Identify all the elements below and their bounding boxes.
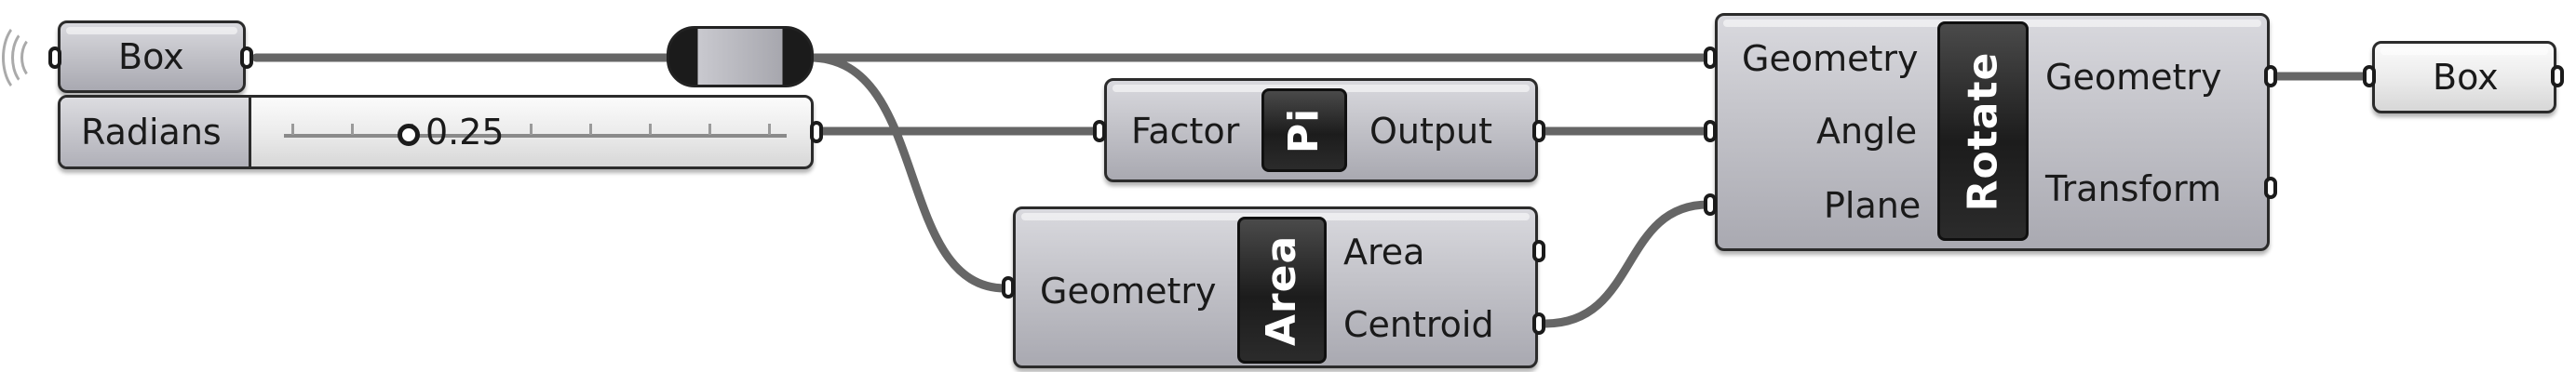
radians-slider-value: 0.25	[425, 112, 505, 153]
pi-input-grip[interactable]	[1093, 120, 1106, 142]
rotate-output-geometry-grip[interactable]	[2264, 65, 2277, 87]
pi-component[interactable]: Factor Pi Output	[1104, 78, 1538, 182]
box-param-left[interactable]: Box	[58, 20, 246, 93]
rotate-output-transform-grip[interactable]	[2264, 177, 2277, 199]
area-output-area: Area	[1343, 232, 1425, 272]
box-param-right[interactable]: Box	[2372, 41, 2556, 113]
pi-icon: Pi	[1261, 88, 1347, 172]
pi-input-factor: Factor	[1131, 111, 1240, 152]
box-param-right-input-grip[interactable]	[2363, 65, 2376, 87]
box-param-left-label: Box	[118, 36, 184, 77]
area-output-centroid: Centroid	[1343, 304, 1494, 345]
rotate-input-geometry: Geometry	[1742, 38, 1919, 79]
area-output-area-grip[interactable]	[1532, 240, 1545, 262]
slider-knob-icon[interactable]	[398, 124, 420, 146]
slider-tick	[768, 124, 771, 135]
rotate-input-angle-grip[interactable]	[1704, 120, 1717, 142]
wire-area-centroid-to-rotate-plane	[1541, 200, 1713, 328]
area-icon-text: Area	[1258, 234, 1306, 346]
radians-slider-output-grip[interactable]	[810, 121, 823, 143]
slider-tick	[291, 124, 294, 135]
area-output-centroid-grip[interactable]	[1532, 312, 1545, 335]
rotate-output-transform: Transform	[2045, 168, 2222, 209]
box-param-left-output-grip[interactable]	[240, 46, 253, 69]
pi-output: Output	[1369, 111, 1492, 152]
rotate-icon-text: Rotate	[1959, 51, 2007, 211]
box-param-left-input-grip[interactable]	[48, 46, 61, 69]
slider-tick	[649, 124, 652, 135]
box-param-right-output-grip[interactable]	[2551, 65, 2564, 87]
rotate-icon: Rotate	[1937, 21, 2029, 241]
wire-relay-to-area-geometry	[805, 53, 1010, 293]
pi-icon-text: Pi	[1280, 107, 1328, 153]
area-component[interactable]: Geometry Area Area Centroid	[1013, 206, 1538, 368]
box-param-right-label: Box	[2433, 57, 2499, 98]
slider-track[interactable]	[284, 134, 787, 138]
radians-slider-label-panel	[61, 98, 251, 166]
node-sheen	[2380, 47, 2548, 55]
node-sheen	[66, 27, 237, 34]
slider-tick	[530, 124, 533, 135]
area-input-geometry: Geometry	[1040, 271, 1217, 312]
area-input-grip[interactable]	[1002, 276, 1015, 299]
pi-output-grip[interactable]	[1532, 120, 1545, 142]
radians-slider[interactable]: Radians 0.25	[58, 95, 814, 169]
rotate-output-geometry: Geometry	[2045, 57, 2222, 98]
rotate-input-plane: Plane	[1824, 185, 1922, 226]
slider-tick	[708, 124, 711, 135]
rotate-input-geometry-grip[interactable]	[1704, 46, 1717, 69]
relay-icon[interactable]	[667, 26, 814, 87]
rotate-component[interactable]: Geometry Angle Plane Rotate Geometry Tra…	[1715, 13, 2270, 251]
rotate-input-plane-grip[interactable]	[1704, 193, 1717, 216]
radians-slider-label: Radians	[81, 112, 222, 153]
area-icon: Area	[1237, 217, 1327, 364]
slider-tick	[589, 124, 592, 135]
rotate-input-angle: Angle	[1816, 111, 1918, 152]
slider-tick	[351, 124, 354, 135]
